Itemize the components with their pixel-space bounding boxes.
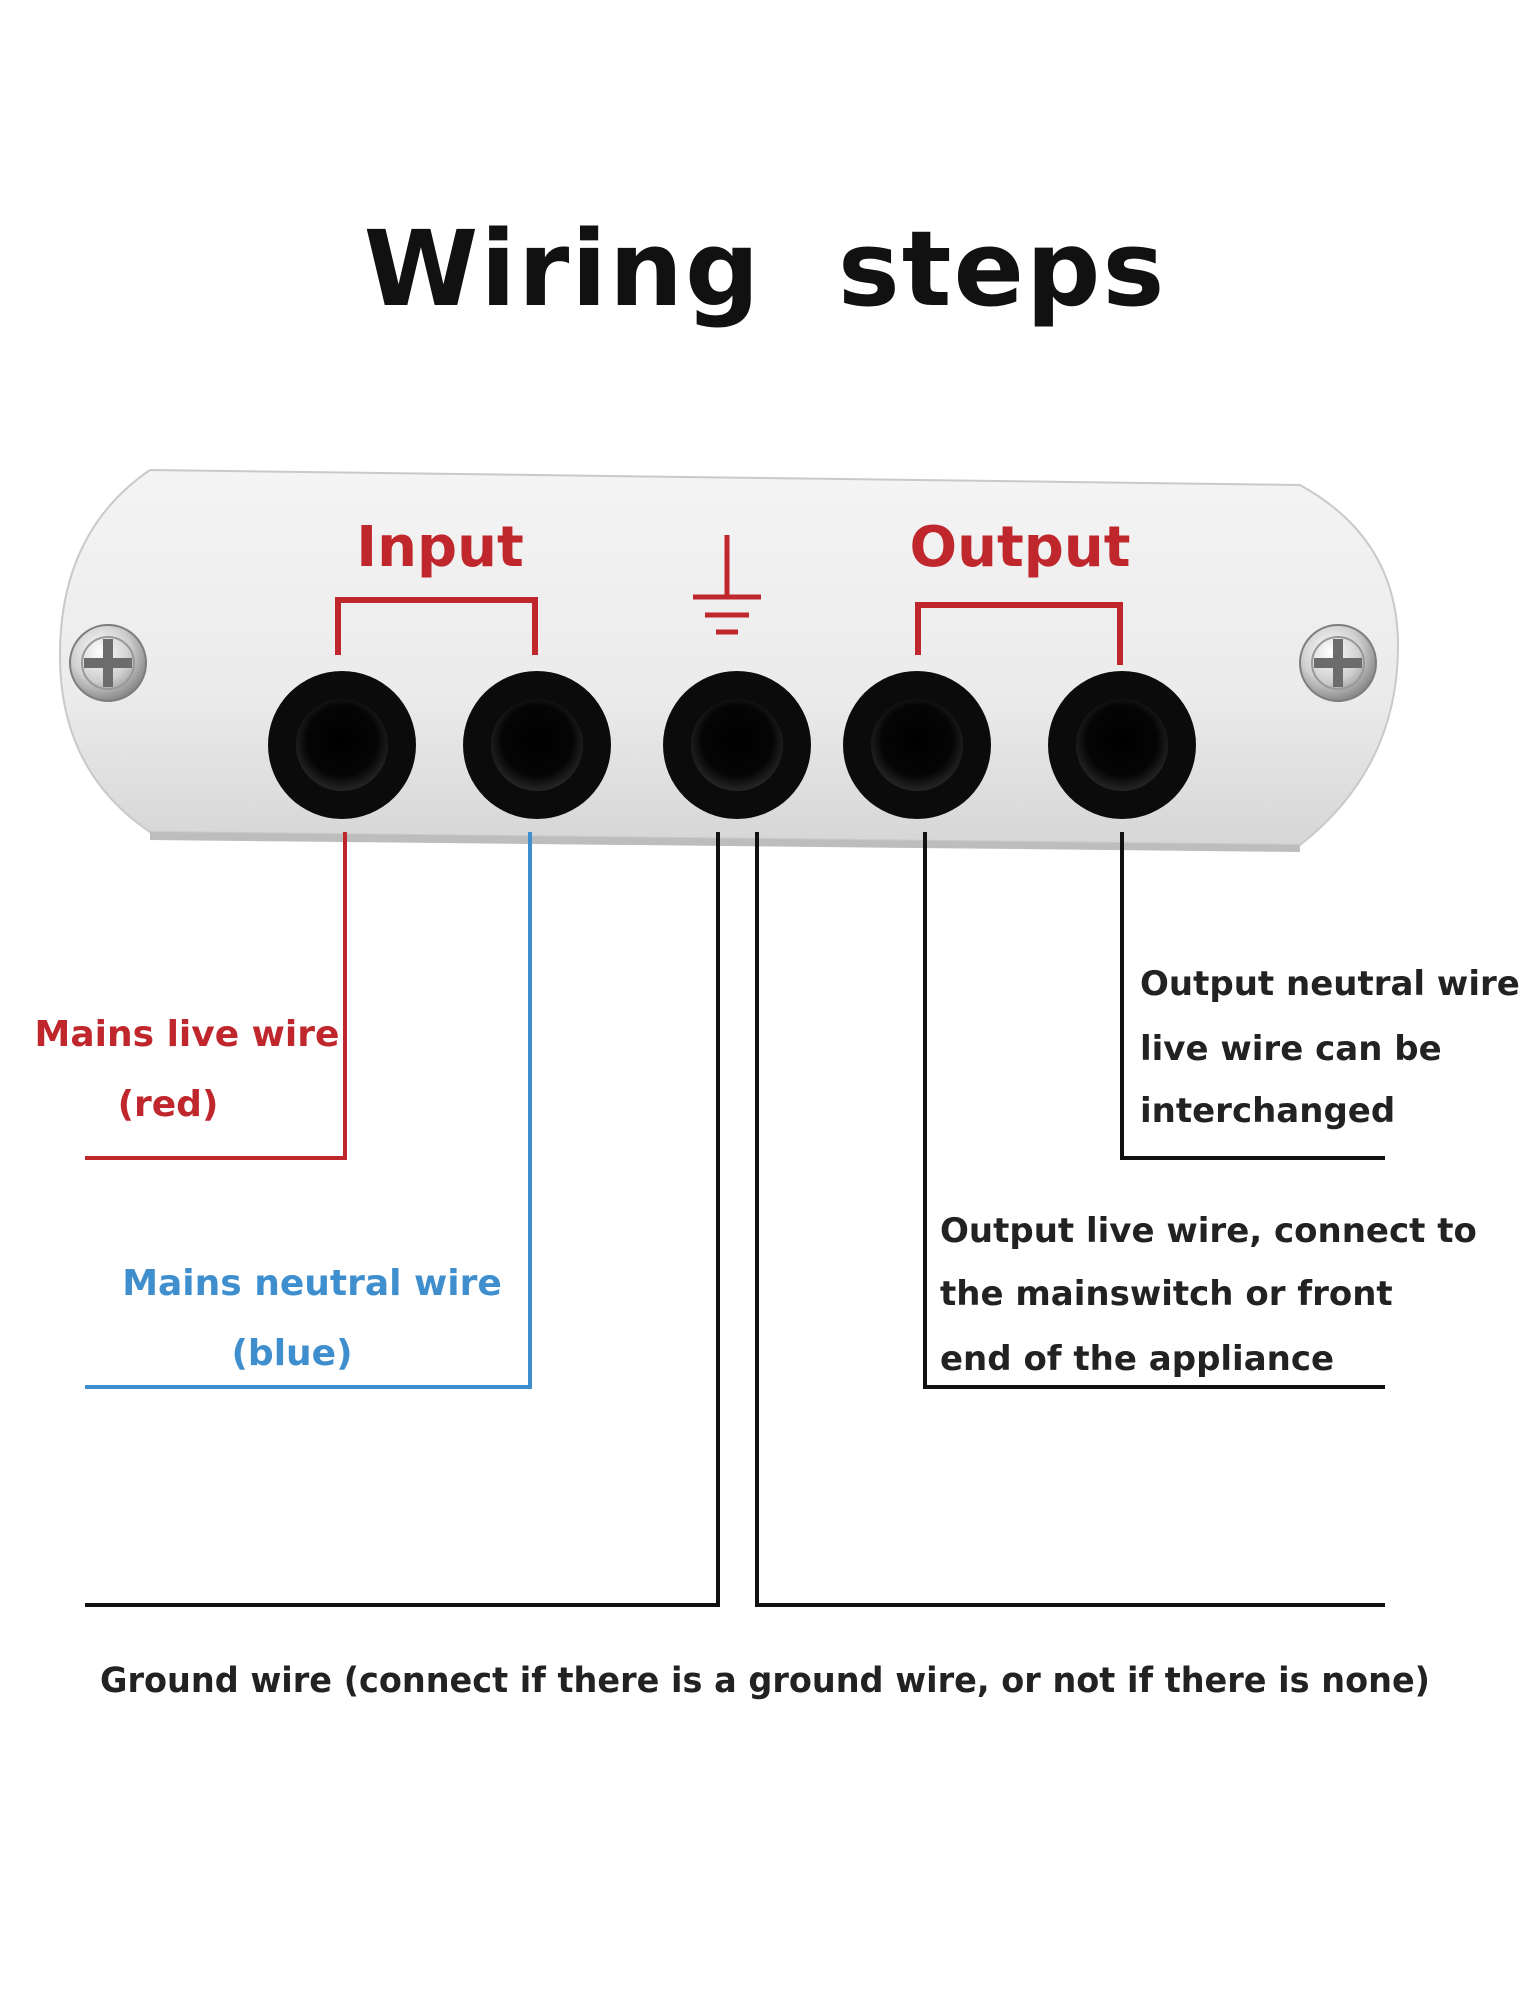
output-neutral-note-line-2: live wire can be [1140,1029,1442,1069]
right-screw-icon [1299,624,1377,702]
page-title: Wiring steps [364,208,1167,330]
terminal-input-live [268,671,416,819]
output-bracket [915,602,1123,665]
ground-symbol-icon [693,535,761,635]
mains-neutral-wire [85,832,532,1389]
output-neutral-note-line-3: interchanged [1140,1091,1395,1131]
mains-neutral-label: Mains neutral wire [122,1263,502,1304]
mains-live-color-label: (red) [118,1084,219,1125]
ground-wire-right [755,832,1385,1607]
output-neutral-wire [1120,832,1385,1160]
output-neutral-note-line-1: Output neutral wire & [1140,964,1531,1004]
terminal-ground [663,671,811,819]
output-label: Output [910,515,1131,580]
terminal-output-neutral [1048,671,1196,819]
left-screw-icon [69,624,147,702]
mains-neutral-color-label: (blue) [231,1333,352,1374]
output-live-note-line-1: Output live wire, connect to [940,1211,1477,1251]
mains-live-label: Mains live wire [35,1014,340,1055]
terminal-output-live [843,671,991,819]
ground-wire-left [85,832,720,1607]
output-live-wire [923,832,1385,1389]
ground-wire-label: Ground wire (connect if there is a groun… [100,1661,1430,1701]
mains-live-wire [85,832,347,1160]
output-live-note-line-2: the mainswitch or front [940,1274,1393,1314]
input-bracket [335,597,538,655]
terminal-input-neutral [463,671,611,819]
output-live-note-line-3: end of the appliance [940,1339,1334,1379]
input-label: Input [356,515,523,580]
